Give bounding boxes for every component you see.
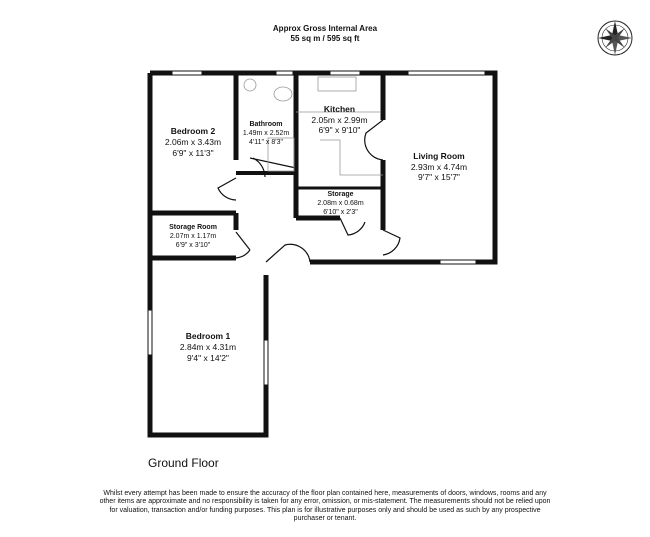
- floor-label: Ground Floor: [148, 456, 219, 470]
- doors: [217, 119, 401, 263]
- room-name: Bedroom 2: [170, 126, 216, 136]
- fixtures: [243, 76, 383, 176]
- room-imperial: 9'4" x 14'2": [187, 353, 229, 363]
- room-name: Storage Room: [169, 224, 217, 231]
- room-name: Kitchen: [323, 104, 356, 114]
- room-imperial: 9'7" x 15'7": [418, 172, 460, 182]
- room-metric: 2.08m x 0.68m: [317, 200, 364, 207]
- room-name: Bedroom 1: [185, 331, 231, 341]
- header-title: Approx Gross Internal Area: [272, 24, 378, 33]
- compass-icon: [597, 20, 633, 56]
- room-name: Storage: [327, 191, 354, 198]
- room-name: Living Room: [413, 151, 465, 161]
- header-area: 55 sq m / 595 sq ft: [290, 34, 360, 43]
- room-name: Bathroom: [249, 121, 283, 128]
- room-metric: 1.49m x 2.52m: [242, 130, 290, 137]
- room-imperial: 6'9" x 9'10": [318, 125, 361, 135]
- room-imperial: 4'11" x 8'3": [249, 139, 283, 146]
- room-imperial: 6'9" x 11'3": [172, 148, 214, 158]
- room-imperial: 6'10" x 2'3": [323, 209, 358, 216]
- room-metric: 2.06m x 3.43m: [164, 137, 222, 147]
- disclaimer: Whilst every attempt has been made to en…: [99, 490, 551, 523]
- room-imperial: 6'9" x 3'10": [175, 242, 211, 249]
- room-metric: 2.93m x 4.74m: [410, 162, 468, 172]
- room-metric: 2.05m x 2.99m: [311, 115, 368, 125]
- room-metric: 2.07m x 1.17m: [169, 233, 217, 240]
- windows: [147, 70, 486, 386]
- room-metric: 2.84m x 4.31m: [179, 342, 237, 352]
